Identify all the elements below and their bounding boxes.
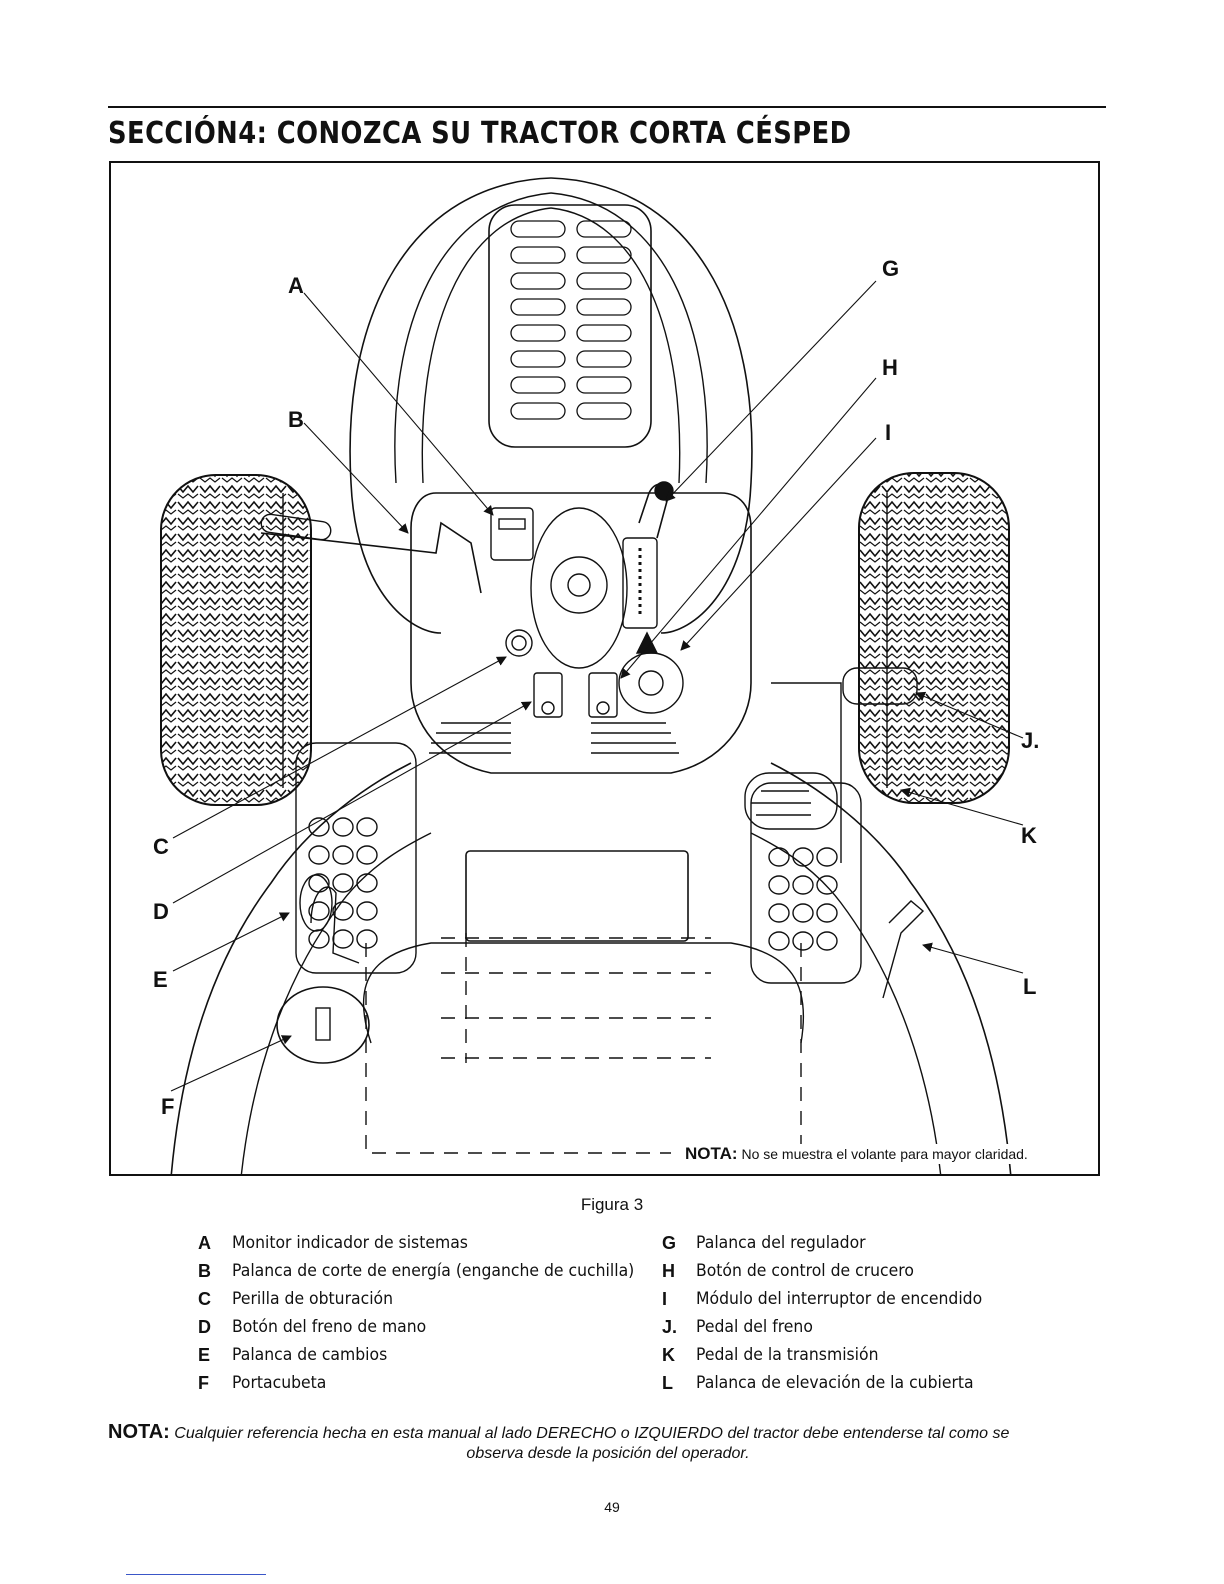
legend-item: A Monitor indicador de sistemas — [198, 1233, 669, 1261]
bottom-note-line2: observa desde la posición del operador. — [466, 1445, 750, 1462]
legend-item: H Botón de control de crucero — [662, 1261, 1007, 1289]
legend-key: C — [198, 1289, 211, 1309]
top-rule — [108, 106, 1106, 108]
legend-label: Palanca de elevación de la cubierta — [696, 1373, 974, 1393]
callout-h: H — [882, 355, 898, 380]
figure-caption: Figura 3 — [580, 1195, 644, 1214]
legend-right: G Palanca del regulador H Botón de control… — [662, 1233, 1007, 1401]
bottom-note-label: NOTA: — [108, 1421, 170, 1443]
legend-key: G — [662, 1233, 677, 1253]
callout-e: E — [153, 967, 168, 992]
legend-item: B Palanca de corte de energía (enganche d… — [198, 1261, 669, 1289]
hood-vents — [510, 220, 632, 420]
legend-item: J. Pedal del freno — [662, 1317, 1007, 1345]
callout-j: J. — [1021, 728, 1040, 753]
legend-label: Perilla de obturación — [232, 1289, 394, 1309]
callout-d: D — [153, 899, 169, 924]
legend-key: H — [662, 1261, 675, 1281]
controls — [260, 513, 925, 1064]
body-fenders — [170, 742, 1012, 1174]
legend-item: I Módulo del interruptor de encendido — [662, 1289, 1007, 1317]
legend-label: Monitor indicador de sistemas — [232, 1233, 468, 1253]
bottom-note-line1: Cualquier referencia hecha en esta manua… — [174, 1425, 1010, 1442]
hood — [349, 177, 753, 634]
figure-note: NOTA: No se muestra el volante para mayo… — [682, 1144, 1031, 1164]
callout-b: B — [288, 407, 304, 432]
tractor-drawing — [160, 177, 1024, 1174]
legend-item: K Pedal de la transmisión — [662, 1345, 1007, 1373]
legend-item: G Palanca del regulador — [662, 1233, 1007, 1261]
legend-item: E Palanca de cambios — [198, 1345, 669, 1373]
legend-item: C Perilla de obturación — [198, 1289, 669, 1317]
right-fender-holes — [768, 847, 838, 951]
legend-key: A — [198, 1233, 211, 1253]
grille-slots — [429, 722, 679, 754]
legend-label: Botón del freno de mano — [232, 1317, 427, 1337]
callout-i: I — [885, 420, 892, 445]
left-fender-holes — [308, 817, 378, 949]
legend-item: L Palanca de elevación de la cubierta — [662, 1373, 1007, 1401]
callout-g: G — [882, 256, 900, 281]
figure-note-label: NOTA: — [685, 1144, 738, 1163]
page-number: 49 — [604, 1499, 620, 1515]
figure-note-text: No se muestra el volante para mayor clar… — [741, 1146, 1028, 1162]
callout-leaders — [170, 280, 1024, 1092]
footer-link-rule — [126, 1574, 266, 1575]
callout-l: L — [1023, 974, 1037, 999]
dash-panel — [410, 481, 752, 774]
legend-key: K — [662, 1345, 675, 1365]
legend-key: I — [662, 1289, 668, 1309]
legend-label: Portacubeta — [232, 1373, 327, 1393]
section-title: SECCIÓN4: CONOZCA SU TRACTOR CORTA CÉSPE… — [108, 116, 852, 151]
legend-item: F Portacubeta — [198, 1373, 669, 1401]
legend-key: B — [198, 1261, 211, 1281]
legend-label: Palanca de corte de energía (enganche de… — [232, 1261, 635, 1281]
callout-f: F — [161, 1094, 175, 1119]
legend-item: D Botón del freno de mano — [198, 1317, 669, 1345]
legend-label: Palanca de cambios — [232, 1345, 388, 1365]
legend-key: J. — [662, 1317, 678, 1337]
legend-label: Palanca del regulador — [696, 1233, 866, 1253]
callout-a: A — [288, 273, 304, 298]
right-wheel — [858, 472, 1010, 804]
legend-label: Pedal de la transmisión — [696, 1345, 879, 1365]
legend-key: D — [198, 1317, 211, 1337]
legend-label: Botón de control de crucero — [696, 1261, 914, 1281]
legend-key: L — [662, 1373, 673, 1393]
callout-c: C — [153, 834, 169, 859]
legend-label: Pedal del freno — [696, 1317, 813, 1337]
bottom-note: NOTA: Cualquier referencia hecha en esta… — [108, 1422, 1108, 1464]
legend-label: Módulo del interruptor de encendido — [696, 1289, 983, 1309]
legend-key: E — [198, 1345, 211, 1365]
legend-key: F — [198, 1373, 209, 1393]
left-wheel — [160, 474, 312, 806]
seat-outline-dashed — [365, 933, 802, 1154]
callout-k: K — [1021, 823, 1037, 848]
figure-3-illustration: A B C D E F G H I J. K L NOTA: No se mue… — [109, 161, 1100, 1176]
legend-left: A Monitor indicador de sistemas B Palanca … — [198, 1233, 669, 1401]
